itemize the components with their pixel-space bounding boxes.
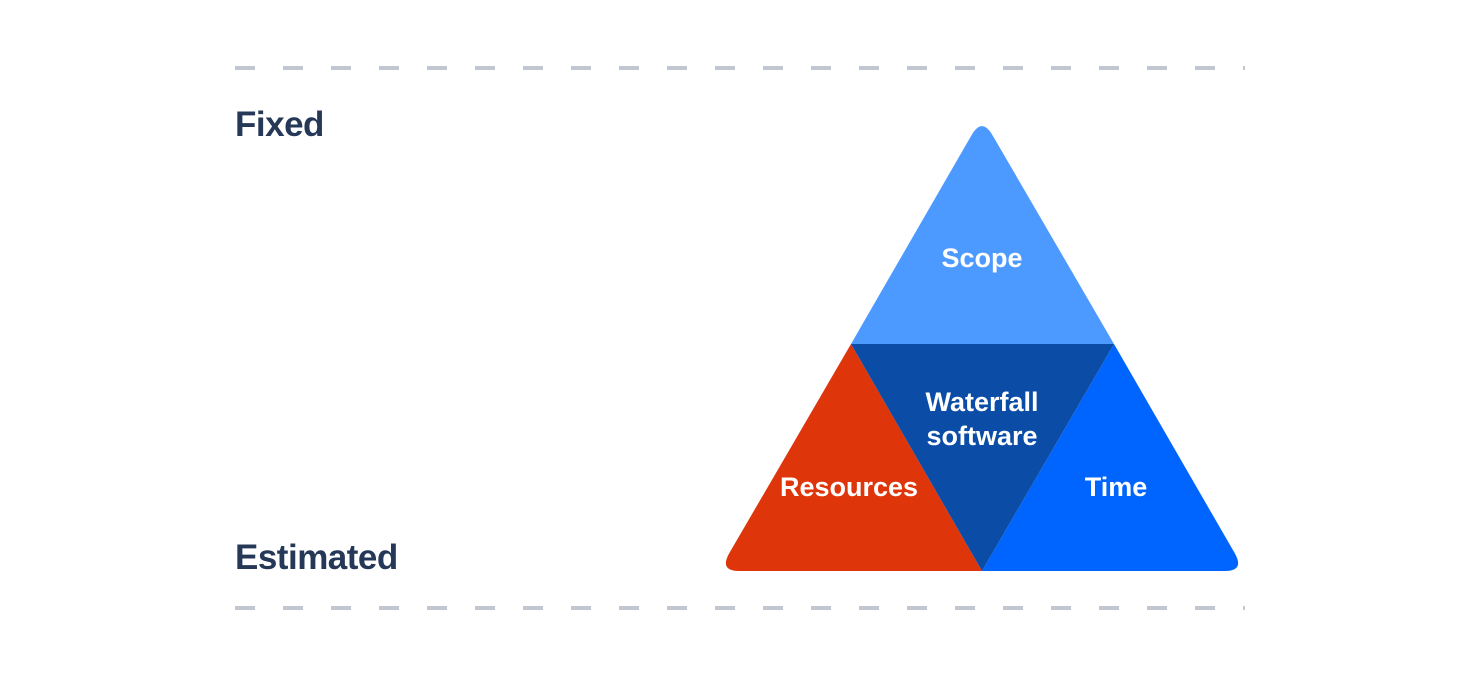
fixed-boundary-dashed-line [235,66,1245,70]
scope-triangle-shape [851,126,1114,344]
time-triangle-shape [982,344,1239,571]
resources-label: Resources [779,472,919,502]
estimated-boundary-dashed-line [235,606,1245,610]
time-label: Time [1084,472,1148,502]
resources-triangle-shape [725,344,982,571]
estimated-label: Estimated [235,538,398,577]
waterfall-center-triangle-shape [851,344,1114,571]
waterfall-software-label: Waterfall software [925,387,1039,451]
scope-label: Scope [941,243,1023,273]
fixed-label: Fixed [235,105,324,144]
